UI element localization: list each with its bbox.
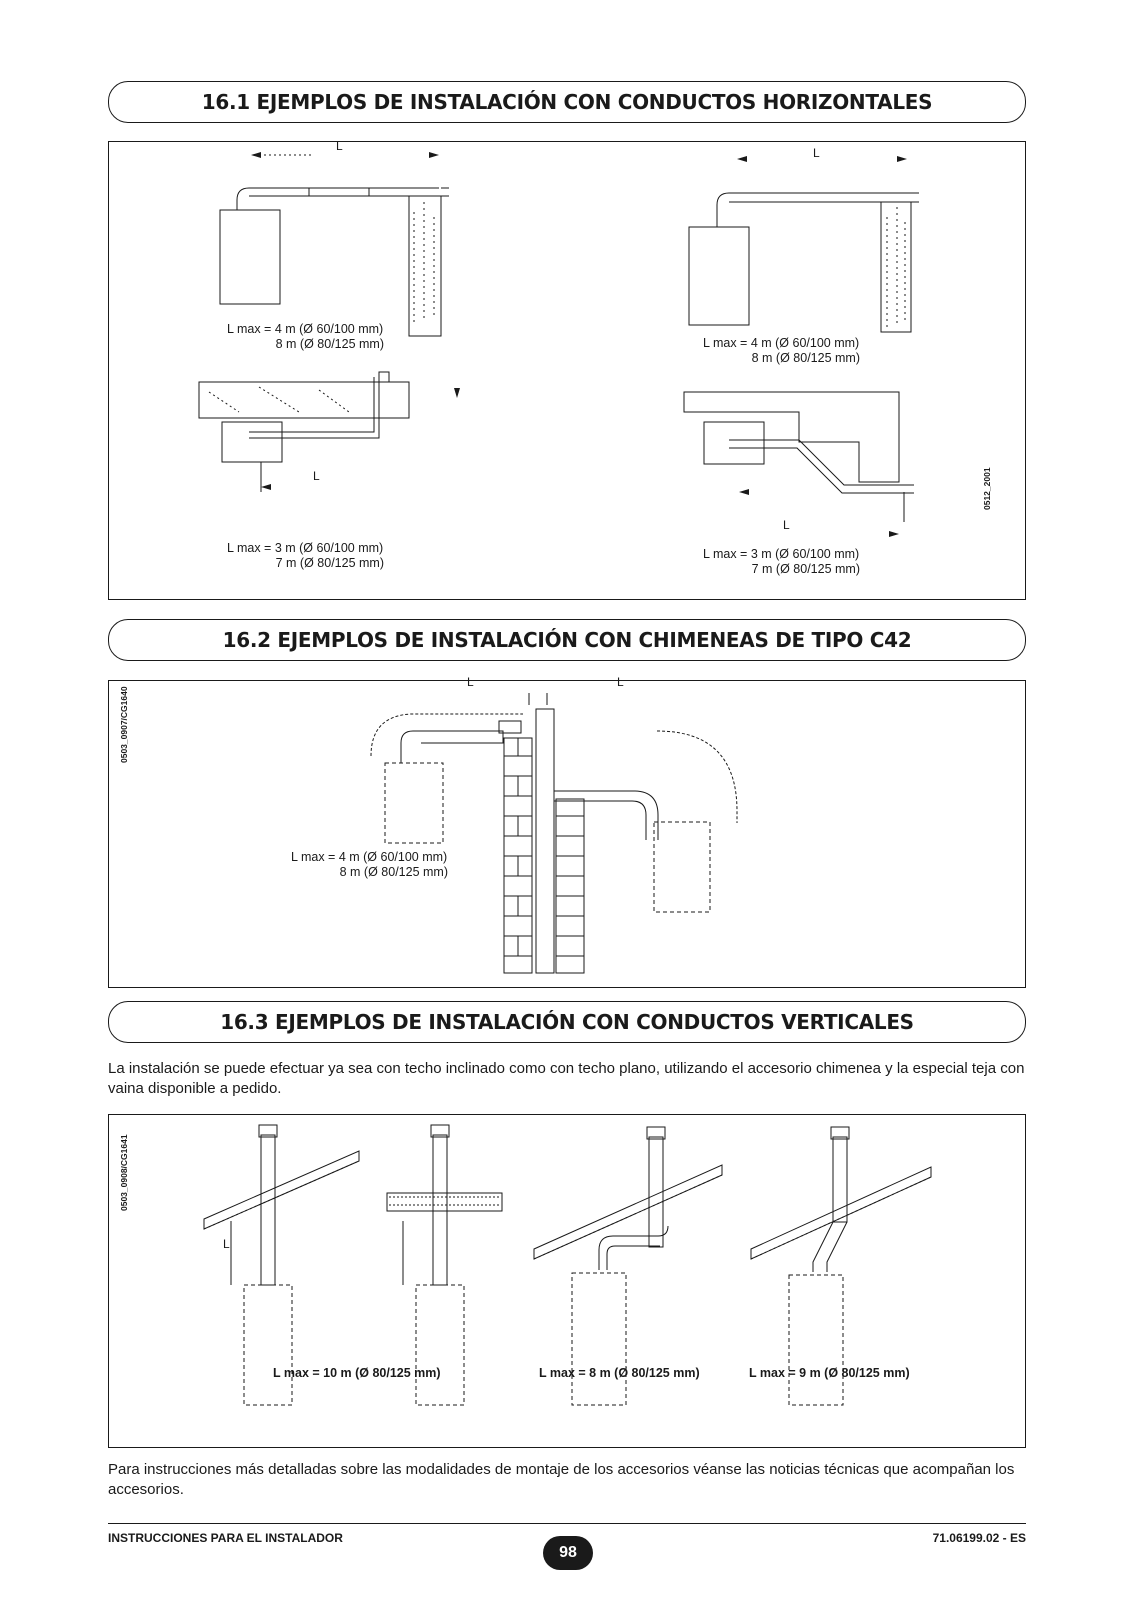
dimension-label: L — [313, 469, 320, 483]
page-number: 98 — [543, 1536, 593, 1570]
section-title: 16.3 EJEMPLOS DE INSTALACIÓN CON CONDUCT… — [220, 1010, 914, 1034]
footer-document-code: 71.06199.02 - ES — [932, 1531, 1026, 1545]
dimension-label: L — [783, 518, 790, 532]
caption-vertical-1: L max = 10 m (Ø 80/125 mm) — [273, 1366, 441, 1380]
c42-chimney-panel: L L L max = 4 m (Ø 60/100 mm) 8 m (Ø 80/… — [108, 675, 1026, 988]
footer-manual-title: INSTRUCCIONES PARA EL INSTALADOR — [108, 1531, 343, 1545]
closing-paragraph: Para instrucciones más detalladas sobre … — [108, 1461, 1015, 1498]
diagram-vertical-2 — [386, 1124, 503, 1406]
section-title: 16.2 EJEMPLOS DE INSTALACIÓN CON CHIMENE… — [222, 628, 912, 652]
footer-rule — [108, 1523, 1026, 1524]
section-header-16-1: 16.1 EJEMPLOS DE INSTALACIÓN CON CONDUCT… — [108, 81, 1026, 123]
dimension-label: L — [467, 675, 474, 689]
drawing-code: 0512_2001 — [982, 467, 992, 510]
dimension-label: L — [223, 1237, 230, 1251]
caption-horizontal-2: L max = 4 m (Ø 60/100 mm) 8 m (Ø 80/125 … — [703, 336, 860, 365]
section-title: 16.1 EJEMPLOS DE INSTALACIÓN CON CONDUCT… — [201, 90, 933, 114]
diagram-horizontal-2 — [688, 156, 919, 333]
vertical-intro-paragraph: La instalación se puede efectuar ya sea … — [108, 1060, 1025, 1097]
section-header-16-3: 16.3 EJEMPLOS DE INSTALACIÓN CON CONDUCT… — [108, 1001, 1026, 1043]
horizontal-ducts-diagram — [198, 152, 919, 537]
diagram-horizontal-4 — [683, 391, 914, 537]
diagram-horizontal-1 — [219, 152, 449, 337]
diagram-vertical-1 — [203, 1124, 360, 1406]
caption-c42: L max = 4 m (Ø 60/100 mm) 8 m (Ø 80/125 … — [291, 850, 448, 879]
dimension-label: L — [617, 675, 624, 689]
section-header-16-2: 16.2 EJEMPLOS DE INSTALACIÓN CON CHIMENE… — [108, 619, 1026, 661]
diagram-vertical-4 — [750, 1126, 932, 1406]
drawing-code: 0503_0908/CG1641 — [119, 1134, 129, 1211]
horizontal-ducts-panel: L L L L L max = 4 m (Ø 60/100 mm) 8 m (Ø… — [108, 139, 1026, 600]
dimension-label: L — [813, 146, 820, 160]
caption-horizontal-1: L max = 4 m (Ø 60/100 mm) 8 m (Ø 80/125 … — [227, 322, 384, 351]
diagram-vertical-3 — [533, 1126, 723, 1406]
vertical-ducts-diagram — [203, 1124, 932, 1406]
caption-vertical-3: L max = 9 m (Ø 80/125 mm) — [749, 1366, 910, 1380]
caption-horizontal-4: L max = 3 m (Ø 60/100 mm) 7 m (Ø 80/125 … — [703, 547, 860, 576]
drawing-code: 0503_0907/CG1640 — [119, 686, 129, 763]
c42-chimney-diagram — [370, 693, 738, 974]
caption-horizontal-3: L max = 3 m (Ø 60/100 mm) 7 m (Ø 80/125 … — [227, 541, 384, 570]
dimension-label: L — [336, 139, 343, 153]
diagram-horizontal-3 — [198, 371, 460, 492]
caption-vertical-2: L max = 8 m (Ø 80/125 mm) — [539, 1366, 700, 1380]
vertical-ducts-panel: L L max = 10 m (Ø 80/125 mm) L max = 8 m… — [108, 1114, 1026, 1448]
